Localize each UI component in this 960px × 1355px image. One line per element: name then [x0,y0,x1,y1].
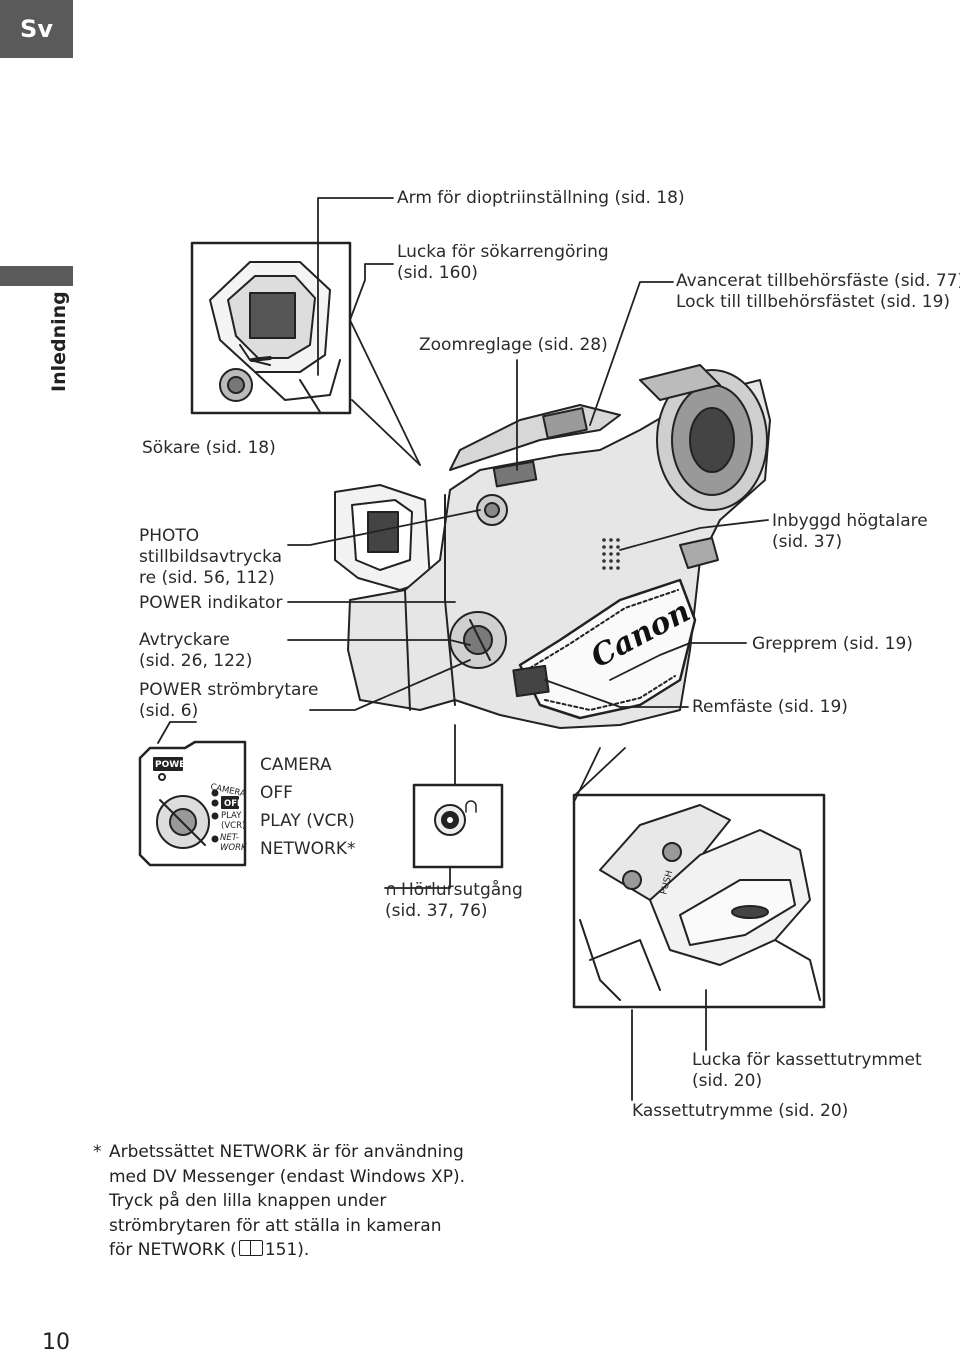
label-power-switch-line1: POWER strömbrytare [139,680,319,700]
label-photo-line1: PHOTO [139,526,200,546]
svg-text:NET-: NET- [220,833,239,843]
label-shutter: Avtryckare (sid. 26, 122) [139,630,252,672]
label-headphone-line1: Hörlursutgång [401,880,523,900]
label-accessory-shoe: Avancerat tillbehörsfäste (sid. 77) Lock… [676,271,960,313]
viewfinder-inset [190,241,352,415]
label-shutter-line2: (sid. 26, 122) [139,651,253,671]
footnote-line5-pre: för NETWORK ( [109,1240,237,1260]
language-tab-label: Sv [20,15,53,43]
label-strap-mount: Remfäste (sid. 19) [692,697,848,717]
leader-lines [157,197,769,1101]
footnote-line2: med DV Messenger (endast Windows XP). [109,1166,465,1187]
label-headphone: ∩Hörlursutgång (sid. 37, 76) [385,880,523,922]
footnote-line1: Arbetssättet NETWORK är för användning [109,1142,464,1162]
label-photo-line2: stillbildsavtrycka [139,547,283,567]
svg-text:WORK: WORK [220,843,248,853]
label-photo-line3: re (sid. 56, 112) [139,568,275,588]
power-mode-off: OFF [260,783,293,803]
label-shutter-line1: Avtryckare [139,630,230,650]
label-cassette-cover: Lucka för kassettutrymmet (sid. 20) [692,1050,922,1092]
label-grip-belt: Grepprem (sid. 19) [752,634,913,654]
label-cassette-cover-line2: (sid. 20) [692,1071,763,1091]
language-tab: Sv [0,0,73,58]
label-speaker-line1: Inbyggd högtalare [772,511,928,531]
headphone-inset [412,783,504,869]
footnote-star: * [93,1142,102,1162]
svg-text:(VCR): (VCR) [221,821,245,831]
svg-text:OFF: OFF [224,799,243,809]
footnote-line5-post: 151). [264,1240,310,1260]
page-number: 10 [42,1330,70,1355]
book-icon [238,1240,263,1256]
label-viewfinder: Sökare (sid. 18) [142,438,276,458]
power-mode-network: NETWORK* [260,839,356,859]
label-speaker: Inbyggd högtalare (sid. 37) [772,511,928,553]
label-power-indicator: POWER indikator [139,593,283,613]
power-mode-play: PLAY (VCR) [260,811,355,831]
svg-text:POWER: POWER [155,760,192,770]
label-zoom: Zoomreglage (sid. 28) [419,335,608,355]
section-tab-bar [0,266,73,286]
footnote: * Arbetssättet NETWORK är för användning… [93,1140,476,1263]
label-speaker-line2: (sid. 37) [772,532,843,552]
svg-text:PLAY: PLAY [221,811,242,821]
cassette-inset [572,793,826,1009]
label-headphone-line2: (sid. 37, 76) [385,901,488,921]
label-eyecup-cleaning-line1: Lucka för sökarrengöring [397,242,609,262]
label-diopter: Arm för dioptriinställning (sid. 18) [397,188,685,208]
label-eyecup-cleaning-line2: (sid. 160) [397,263,478,283]
label-eyecup-cleaning: Lucka för sökarrengöring (sid. 160) [397,242,609,284]
power-switch-inset [138,740,247,867]
label-accessory-shoe-line2: Lock till tillbehörsfästet (sid. 19) [676,292,951,312]
label-cassette-compartment: Kassettutrymme (sid. 20) [632,1101,849,1121]
label-accessory-shoe-line1: Avancerat tillbehörsfäste (sid. 77) [676,271,960,291]
speaker-grille [602,538,620,570]
footnote-line3: Tryck på den lilla knappen under [109,1191,387,1211]
footnote-line4: strömbrytaren för att ställa in kameran [109,1215,442,1236]
label-power-switch: POWER strömbrytare (sid. 6) [139,680,319,722]
power-mode-camera: CAMERA [260,755,332,775]
label-power-switch-line2: (sid. 6) [139,701,199,721]
label-photo-button: PHOTO stillbildsavtrycka re (sid. 56, 11… [139,526,282,589]
headphone-icon: ∩ [385,880,398,900]
label-cassette-cover-line1: Lucka för kassettutrymmet [692,1050,922,1070]
camcorder-body [334,364,771,729]
